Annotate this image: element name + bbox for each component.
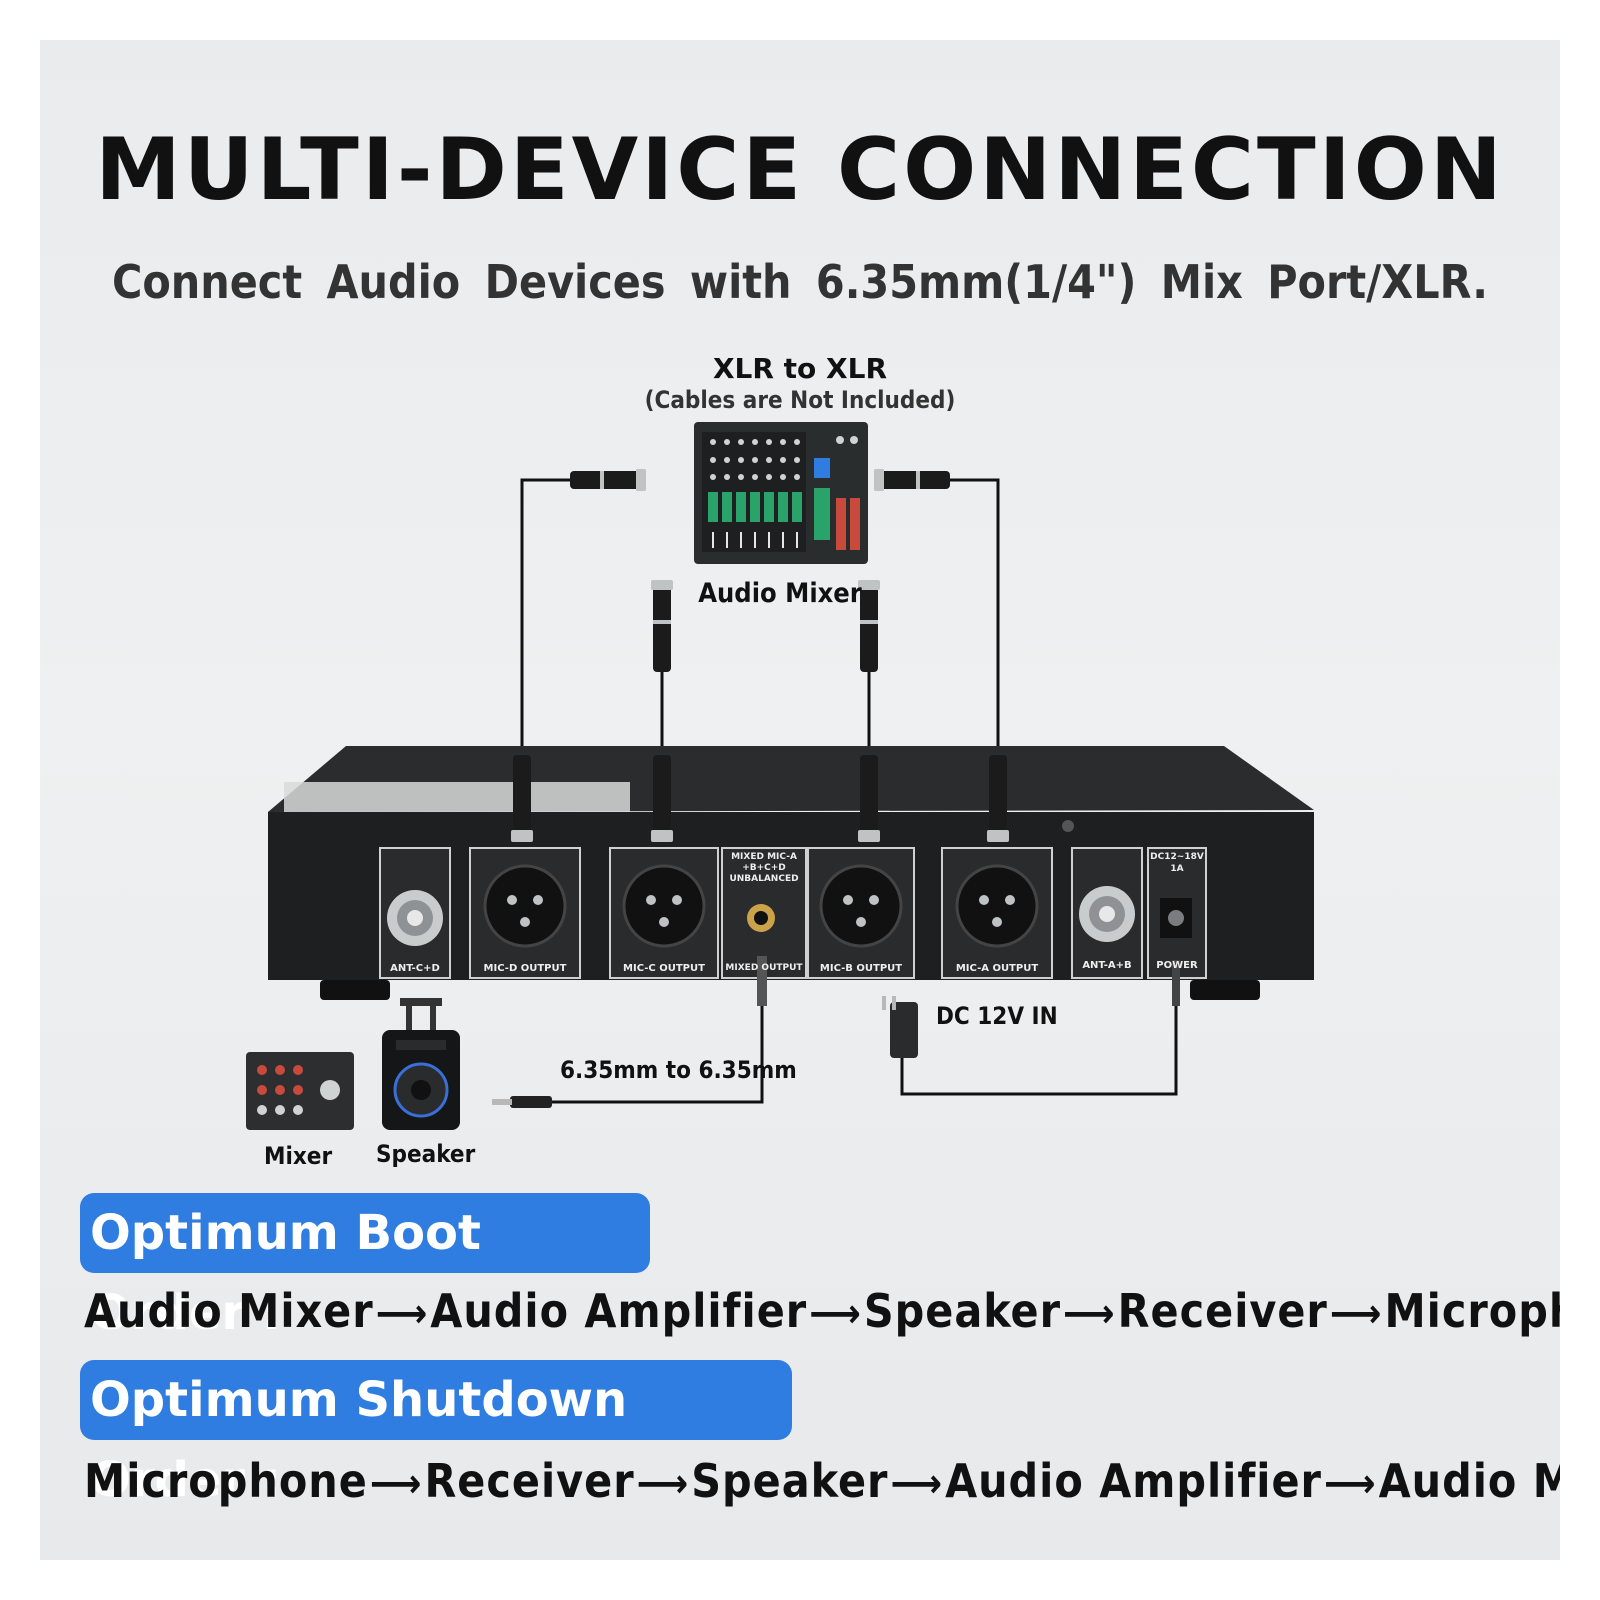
boot-step: Receiver [1117, 1284, 1328, 1338]
port-label-mic-b: MIC-B OUTPUT [819, 963, 903, 974]
speaker-device [382, 998, 460, 1130]
receiver-xlr-plugs [511, 755, 1009, 842]
shutdown-step: Receiver [424, 1454, 635, 1508]
power-cable [882, 960, 1180, 1096]
xlr-cables [520, 478, 1000, 755]
arrow-right-icon: ⟶ [1323, 1461, 1377, 1507]
arrow-right-icon: ⟶ [375, 1291, 429, 1337]
xlr-plug-mid-left [651, 580, 673, 672]
power-label: DC 12V IN [936, 1002, 1058, 1030]
boot-order-steps: Audio Mixer⟶Audio Amplifier⟶Speaker⟶Rece… [84, 1284, 1560, 1338]
arrow-right-icon: ⟶ [1329, 1291, 1383, 1337]
xlr-plug-mid-right [858, 580, 880, 672]
xlr-plug-right [874, 469, 950, 491]
port-label-mixed-out: MIXED OUTPUT [725, 963, 803, 973]
port-label-mic-d: MIC-D OUTPUT [483, 963, 567, 974]
shutdown-order-heading: Optimum Shutdown Order : [80, 1360, 792, 1508]
boot-step: Audio Amplifier [430, 1284, 808, 1338]
shutdown-step: Audio Amplifier [945, 1454, 1322, 1508]
shutdown-order-steps: Microphone⟶Receiver⟶Speaker⟶Audio Amplif… [84, 1454, 1560, 1508]
port-label-mic-c: MIC-C OUTPUT [623, 963, 705, 974]
arrow-right-icon: ⟶ [809, 1291, 862, 1337]
boot-order-heading: Optimum Boot Order : [80, 1193, 650, 1341]
arrow-right-icon: ⟶ [369, 1461, 423, 1507]
shutdown-step: Speaker [691, 1454, 889, 1508]
port-label-mixed-bot: UNBALANCED [729, 874, 799, 884]
boot-step: Audio Mixer [84, 1284, 374, 1338]
port-label-power: POWER [1156, 960, 1198, 971]
page-title: MULTI-DEVICE CONNECTION [95, 120, 1505, 220]
port-label-mixed-top: MIXED MIC-A [731, 852, 797, 862]
xlr-plug-left [570, 469, 646, 491]
small-mixer-device [246, 1052, 354, 1130]
port-label-ant-cd: ANT-C+D [390, 963, 440, 974]
small-mixer-label: Mixer [264, 1142, 333, 1170]
arrow-right-icon: ⟶ [1063, 1291, 1116, 1337]
arrow-right-icon: ⟶ [890, 1461, 944, 1507]
boot-step: Microphone [1384, 1284, 1560, 1338]
boot-step: Speaker [863, 1284, 1062, 1338]
xlr-note: (Cables are Not Included) [644, 386, 956, 414]
audio-mixer-device [694, 422, 868, 564]
port-label-mic-a: MIC-A OUTPUT [955, 963, 1039, 974]
port-label-dc: DC12~18V [1150, 852, 1204, 862]
audio-mixer-label: Audio Mixer [698, 578, 862, 609]
product-panel: MULTI-DEVICE CONNECTION Connect Audio De… [40, 40, 1560, 1560]
page-subtitle: Connect Audio Devices with 6.35mm(1/4") … [111, 255, 1489, 309]
port-label-ant-ab: ANT-A+B [1082, 960, 1132, 971]
jack-cable-label: 6.35mm to 6.35mm [560, 1056, 797, 1084]
speaker-label: Speaker [376, 1140, 476, 1168]
arrow-right-icon: ⟶ [636, 1461, 690, 1507]
connection-diagram [246, 422, 1314, 1130]
shutdown-step: Microphone [84, 1454, 368, 1508]
jack-cable [492, 956, 767, 1108]
port-label-mixed-mid: +B+C+D [742, 863, 786, 873]
xlr-label: XLR to XLR [712, 352, 888, 385]
shutdown-step: Audio Mixer [1378, 1454, 1560, 1508]
port-label-dc-amp: 1A [1170, 864, 1184, 874]
